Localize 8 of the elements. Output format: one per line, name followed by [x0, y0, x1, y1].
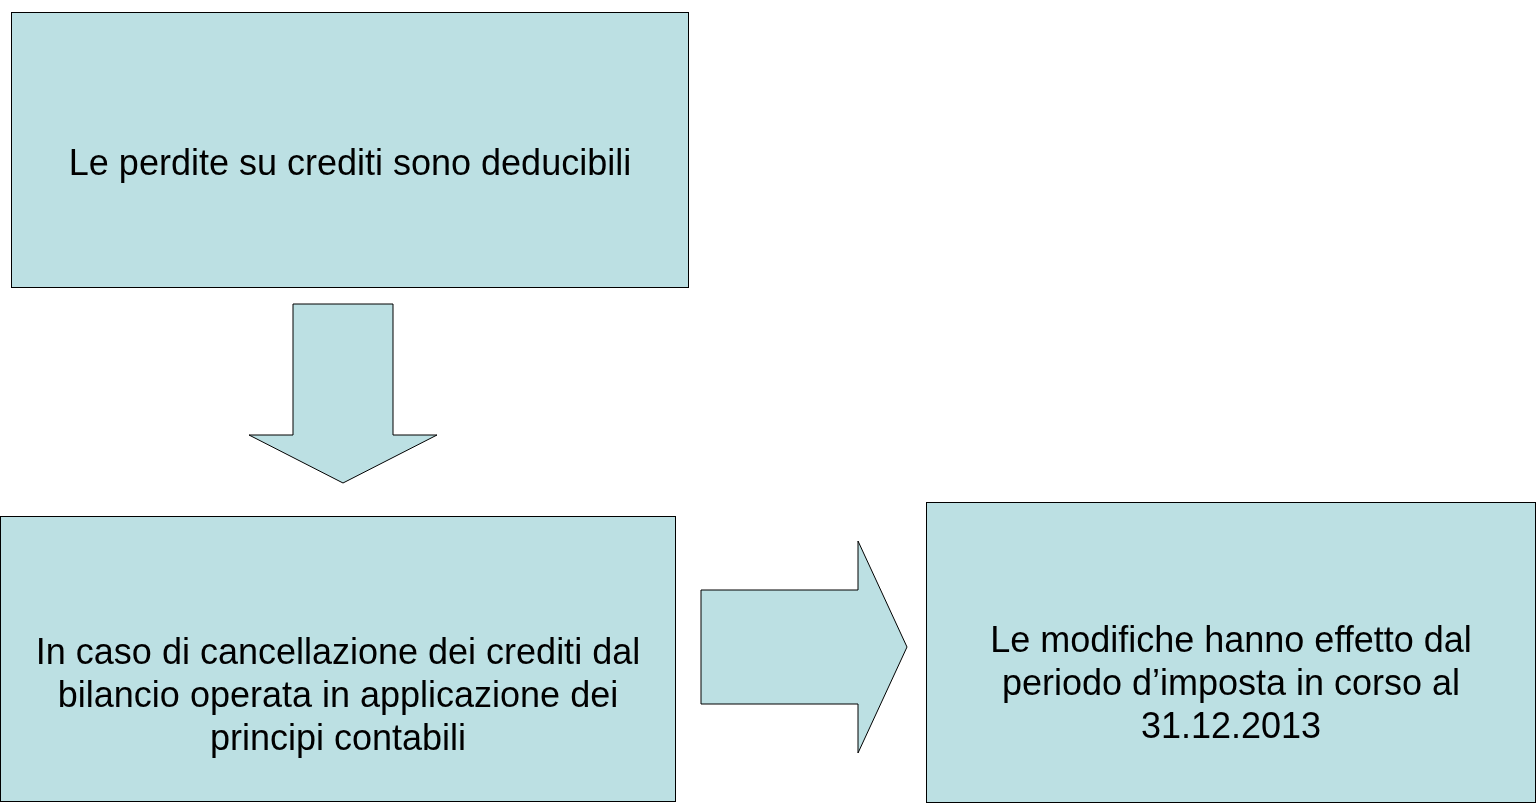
box-text: Le perdite su crediti sono deducibili	[68, 140, 632, 184]
process-box	[926, 502, 1536, 803]
block-arrow	[700, 540, 908, 754]
block-arrow	[248, 303, 438, 484]
process-box	[0, 516, 676, 802]
box-text: Le modifiche hanno effetto dal periodo d’imposta in corso al 31.12.2013	[989, 618, 1473, 747]
box-text: In caso di cancellazione dei crediti dal bilancio operata in applicazione dei principi contabili	[34, 629, 642, 759]
process-box	[11, 12, 689, 288]
